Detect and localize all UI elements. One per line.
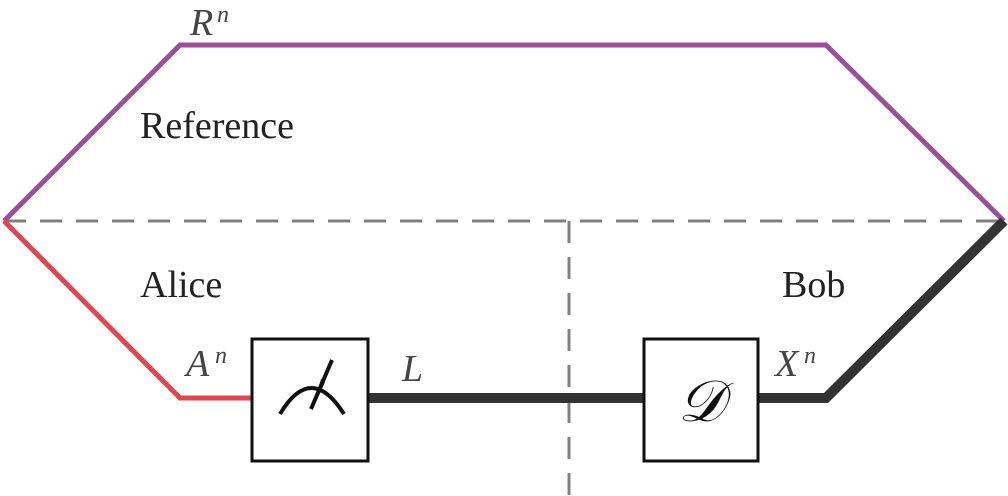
region-label-reference: Reference (140, 105, 294, 147)
alice-input-wire (2, 219, 252, 401)
decoder-box: 𝒟 (642, 337, 760, 463)
meter-icon (278, 359, 346, 416)
svg-text:R: R (189, 2, 213, 44)
measurement-box (250, 337, 370, 463)
wire-label-reference: R n (189, 2, 229, 44)
wire-label-alice: A n (183, 343, 227, 385)
svg-text:L: L (401, 348, 423, 390)
region-label-bob: Bob (782, 264, 845, 306)
wire-label-bob: X n (773, 343, 816, 385)
svg-text:n: n (215, 343, 227, 369)
svg-text:X: X (773, 343, 800, 385)
bob-output-wire (758, 217, 1008, 403)
wire-label-classical: L (401, 348, 423, 390)
reference-wire (2, 42, 1006, 223)
region-label-alice: Alice (140, 264, 222, 306)
svg-text:A: A (183, 343, 210, 385)
svg-text:n: n (804, 343, 816, 369)
svg-text:n: n (217, 2, 229, 28)
